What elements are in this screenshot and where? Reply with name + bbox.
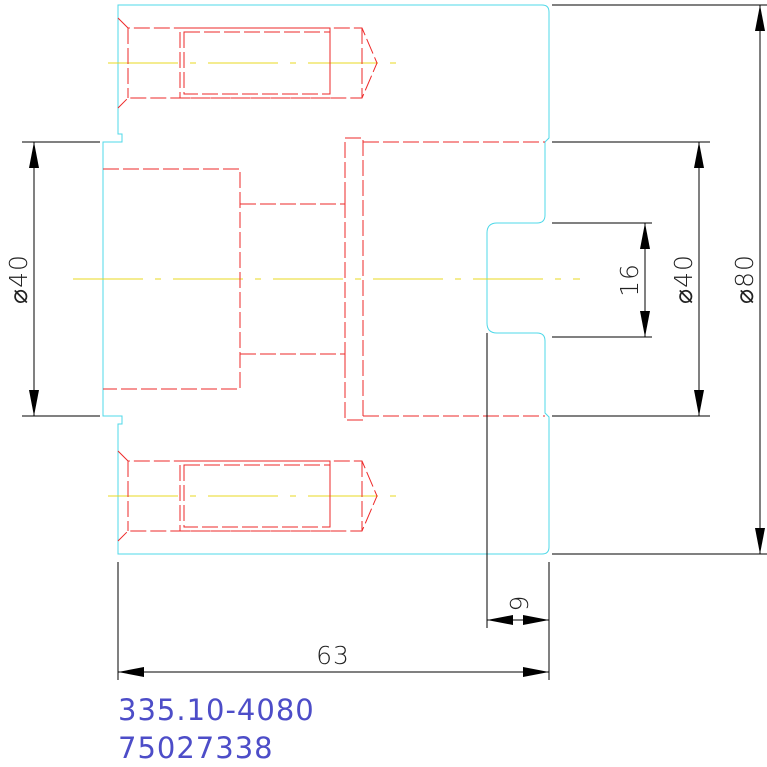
- center-lines: [73, 62, 580, 497]
- arrow-down: [29, 390, 39, 416]
- slot-height-text: 16: [615, 263, 644, 297]
- right-diameter-outer-dimension: [552, 4, 767, 555]
- slot-depth-text: 9: [505, 595, 534, 612]
- left-diameter-dimension: [22, 141, 100, 417]
- item-number-label: 75027338: [118, 731, 274, 765]
- bottom-bolt-hidden: [117, 450, 378, 542]
- right-bore-hidden: [344, 137, 545, 421]
- arrow-up: [29, 142, 39, 168]
- right-diameter-inner-text: ⌀40: [669, 254, 698, 304]
- outer-contour: [102, 4, 550, 555]
- dimension-lines: ⌀40 ⌀40 ⌀80 16 63 9: [4, 4, 767, 680]
- top-bolt-hidden: [117, 17, 378, 109]
- slot-depth-dimension: [486, 333, 550, 628]
- right-diameter-outer-text: ⌀80: [730, 254, 759, 304]
- part-outline: [102, 4, 550, 555]
- right-diameter-inner-dimension: [552, 141, 710, 417]
- slot-height-dimension: [552, 222, 652, 338]
- left-diameter-text: ⌀40: [4, 254, 33, 304]
- overall-length-text: 63: [316, 641, 350, 670]
- hidden-lines: [103, 17, 545, 542]
- part-number-label: 335.10-4080: [118, 693, 315, 727]
